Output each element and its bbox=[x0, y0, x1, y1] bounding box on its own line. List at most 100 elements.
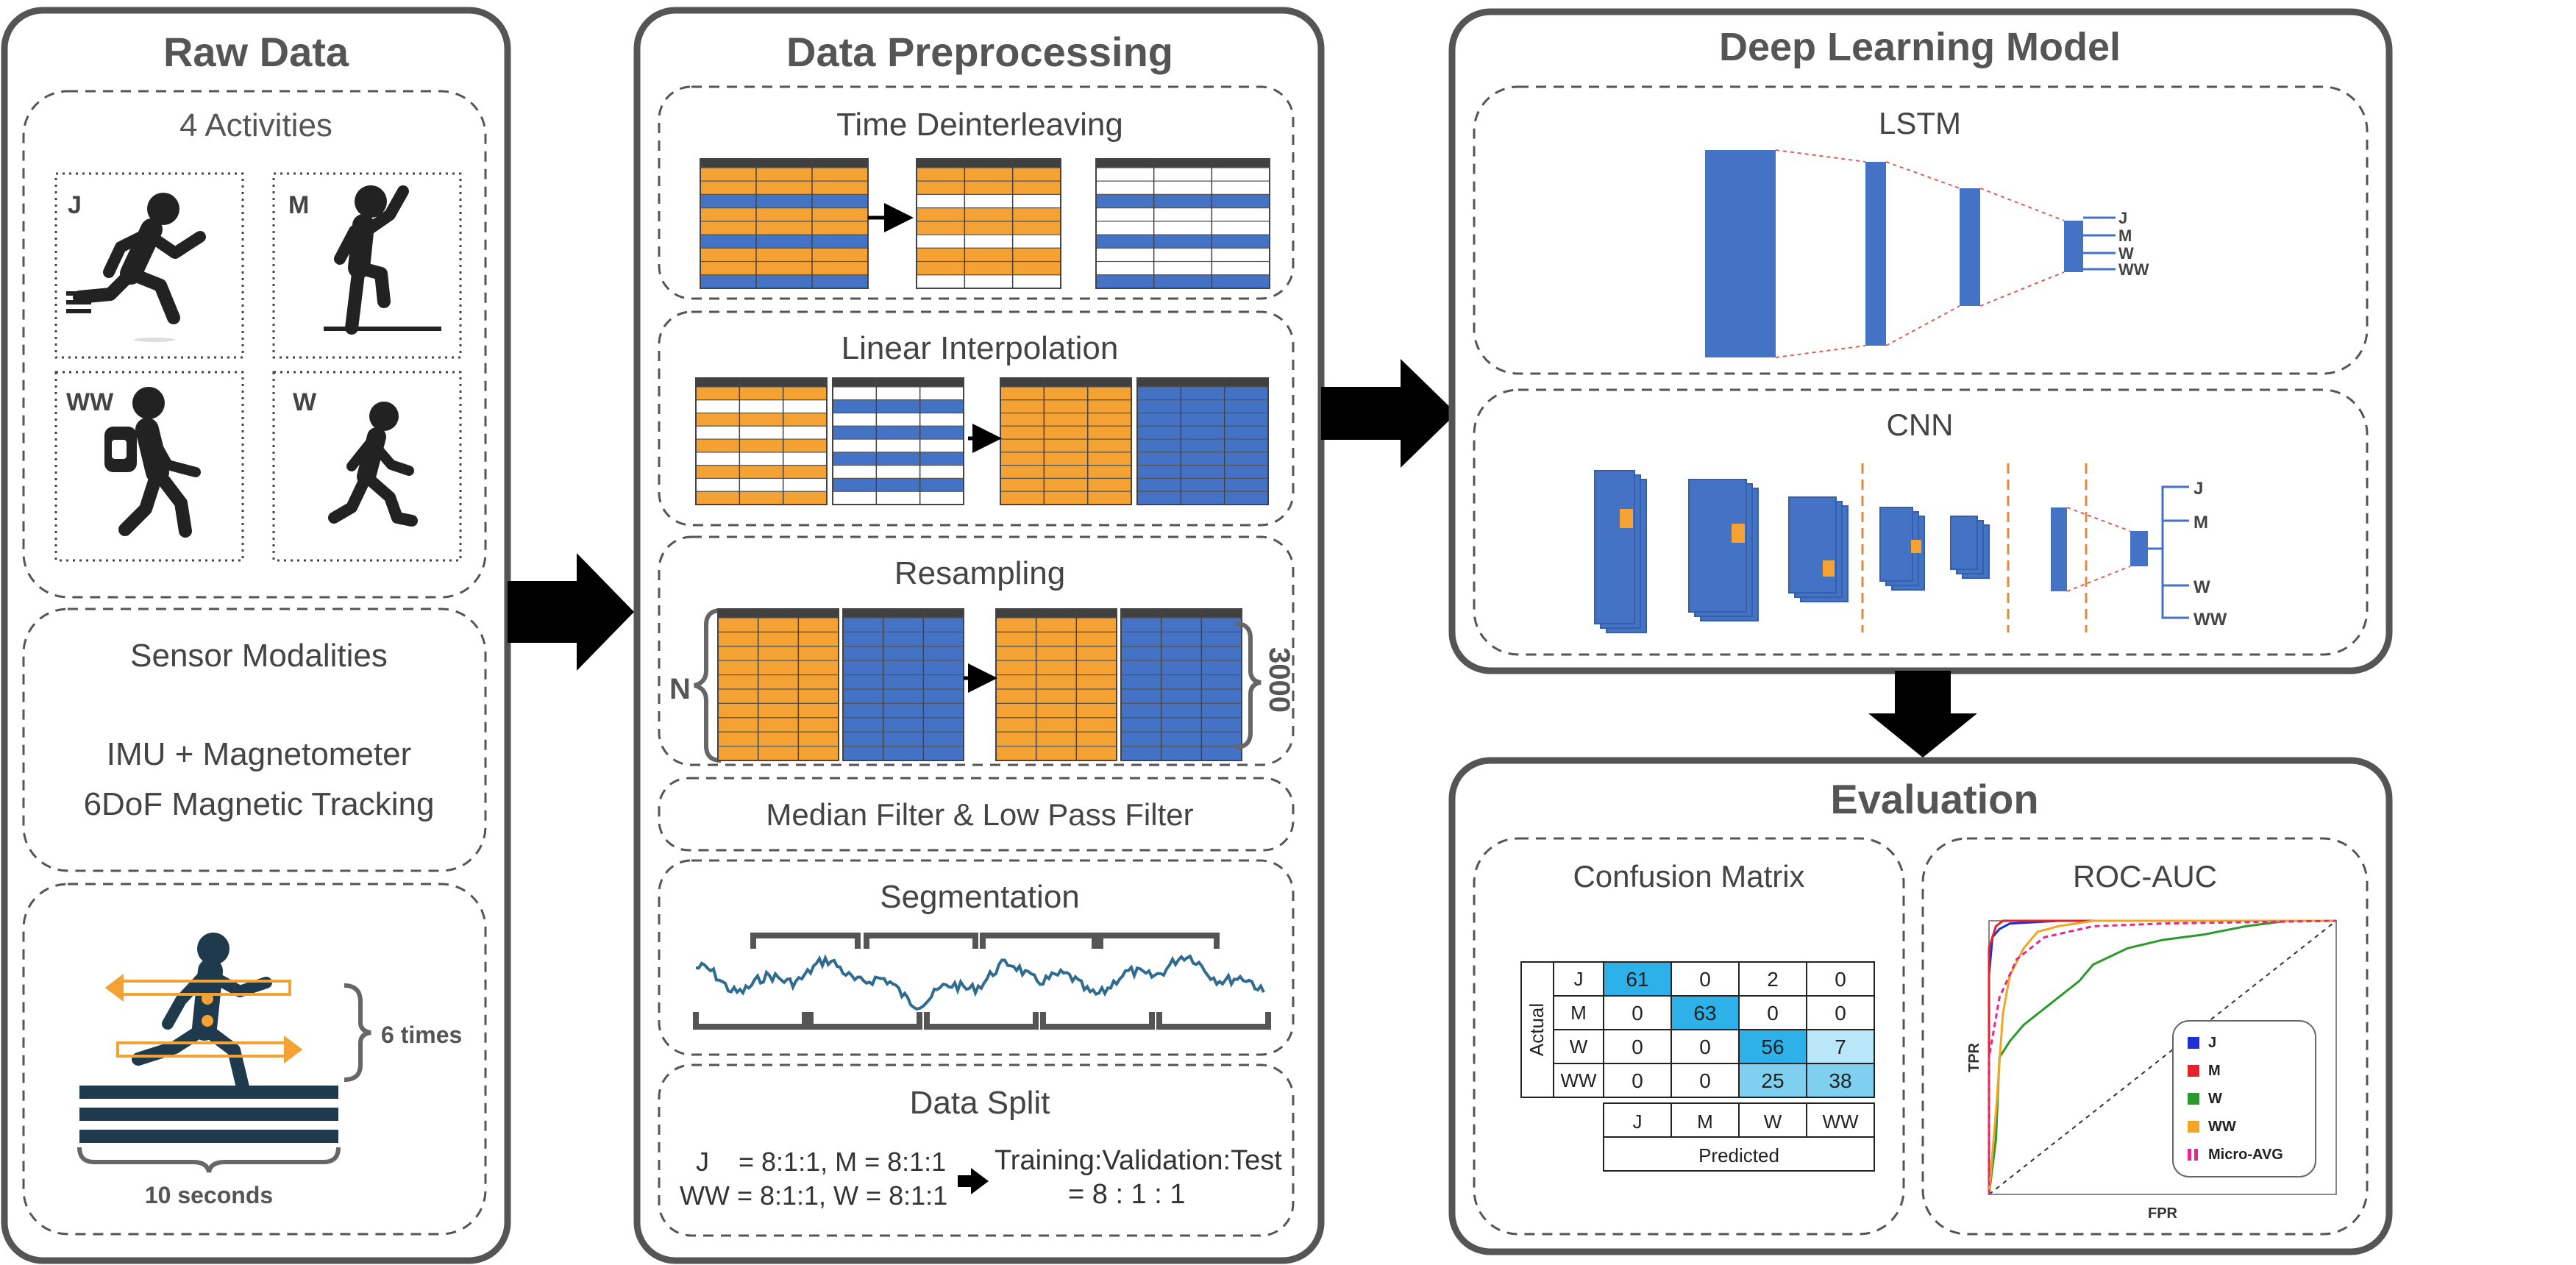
times-brace bbox=[344, 983, 371, 1082]
table-header bbox=[833, 378, 964, 387]
window-bracket-top bbox=[864, 933, 978, 949]
table-row bbox=[1000, 438, 1132, 453]
step-linear-interpolation: Linear Interpolation bbox=[658, 310, 1295, 527]
roc-legend-swatch bbox=[2188, 1093, 2199, 1105]
table-row bbox=[717, 646, 839, 661]
cm-cell-value: 0 bbox=[1699, 968, 1711, 991]
segmentation-title: Segmentation bbox=[880, 879, 1080, 915]
segmentation-windows bbox=[693, 933, 1271, 1030]
jogging-icon bbox=[66, 193, 206, 342]
raw-data-title: Raw Data bbox=[163, 29, 349, 75]
times-label: 6 times bbox=[381, 1022, 462, 1048]
roc-legend-label: Micro-AVG bbox=[2208, 1147, 2283, 1163]
resample-blue-input bbox=[842, 608, 964, 761]
table-row bbox=[1000, 399, 1132, 414]
cm-cell bbox=[1671, 961, 1740, 997]
table-row bbox=[842, 745, 964, 761]
protocol-box: 6 times 10 seconds bbox=[22, 883, 487, 1236]
resample-blue-output bbox=[1120, 608, 1242, 761]
marching-icon bbox=[324, 185, 441, 335]
step-segmentation: Segmentation bbox=[658, 859, 1295, 1056]
table-row bbox=[1000, 477, 1132, 492]
table-row bbox=[695, 452, 828, 466]
cm-cell bbox=[1738, 1029, 1807, 1064]
cm-cell bbox=[1603, 961, 1672, 997]
table-row bbox=[700, 207, 869, 222]
window-bracket-bottom bbox=[1040, 1012, 1155, 1030]
lstm-connection bbox=[1775, 149, 1866, 163]
treadmill-icon bbox=[79, 1086, 338, 1143]
cm-cell-value: 38 bbox=[1829, 1069, 1851, 1092]
table-row bbox=[700, 221, 869, 235]
lstm-layer bbox=[1705, 150, 1776, 357]
cm-col-label: W bbox=[1764, 1111, 1782, 1133]
table-row bbox=[916, 207, 1061, 222]
sensor-line-2: 6DoF Magnetic Tracking bbox=[84, 786, 435, 822]
table-row bbox=[717, 660, 839, 676]
table-row bbox=[842, 617, 964, 632]
roc-legend bbox=[2172, 1020, 2316, 1177]
roc-legend-swatch bbox=[2194, 1149, 2198, 1161]
roc-legend-label: M bbox=[2208, 1063, 2221, 1079]
evaluation-title: Evaluation bbox=[1830, 776, 2038, 822]
resample-n-label: N bbox=[669, 673, 691, 705]
cnn-output-label: WW bbox=[2193, 610, 2227, 630]
table-row bbox=[1000, 491, 1132, 505]
table-row bbox=[842, 688, 964, 704]
cm-cell-value: 0 bbox=[1632, 1036, 1643, 1058]
table-header bbox=[718, 609, 839, 618]
table-border bbox=[1136, 377, 1269, 505]
roc-curve-ww bbox=[1988, 919, 2336, 1195]
window-bracket-bottom bbox=[693, 1012, 808, 1030]
table-row bbox=[1120, 646, 1242, 661]
cm-cell-value: 0 bbox=[1632, 1002, 1643, 1025]
cm-cell-value: 63 bbox=[1693, 1002, 1716, 1025]
cnn-feature-map bbox=[1688, 479, 1747, 613]
step-filter: Median Filter & Low Pass Filter bbox=[658, 777, 1295, 852]
cm-actual-box bbox=[1520, 961, 1554, 1098]
roc-legend-label: WW bbox=[2208, 1119, 2236, 1135]
cm-cell bbox=[1806, 1063, 1875, 1098]
roc-diagonal bbox=[1988, 920, 2337, 1195]
table-row bbox=[1120, 688, 1242, 704]
table-row bbox=[842, 660, 964, 676]
cm-actual-label: Actual bbox=[1526, 1003, 1548, 1056]
movement-arrows bbox=[104, 974, 303, 1063]
table-row bbox=[1120, 745, 1242, 761]
table-row bbox=[995, 688, 1117, 704]
activity-label-m: M bbox=[288, 191, 309, 219]
sensor-signal-line bbox=[695, 954, 1265, 1011]
table-border bbox=[717, 608, 839, 761]
preprocessing-panel: Data Preprocessing Time Deinterleaving L… bbox=[633, 7, 1325, 1264]
split-ratio-line-1: J = 8:1:1, M = 8:1:1 bbox=[696, 1147, 946, 1177]
roc-legend-swatch bbox=[2188, 1121, 2199, 1133]
table-row bbox=[995, 717, 1117, 733]
cm-cell-value: 0 bbox=[1699, 1036, 1711, 1058]
table-row bbox=[1095, 167, 1270, 182]
table-row bbox=[832, 438, 964, 453]
lstm-connection bbox=[1885, 161, 1960, 189]
table-row bbox=[1136, 438, 1269, 453]
table-border bbox=[700, 158, 869, 289]
table-row bbox=[995, 646, 1117, 661]
table-row bbox=[695, 399, 828, 414]
roc-curve-micro-avg bbox=[1988, 919, 2337, 1194]
table-row bbox=[1095, 247, 1270, 263]
sensor-title: Sensor Modalities bbox=[130, 638, 388, 674]
split-arrow bbox=[958, 1168, 989, 1194]
table-row bbox=[832, 425, 964, 440]
interleaved-table bbox=[700, 158, 869, 289]
cm-row-label: WW bbox=[1560, 1069, 1597, 1091]
table-row bbox=[916, 167, 1061, 182]
window-bracket-top bbox=[980, 933, 1097, 949]
resample-orange-input bbox=[717, 608, 839, 761]
table-row bbox=[1120, 717, 1242, 733]
lstm-connection bbox=[1775, 345, 1866, 358]
table-row bbox=[1136, 477, 1269, 492]
split-result-line-1: Training:Validation:Test bbox=[995, 1145, 1282, 1176]
